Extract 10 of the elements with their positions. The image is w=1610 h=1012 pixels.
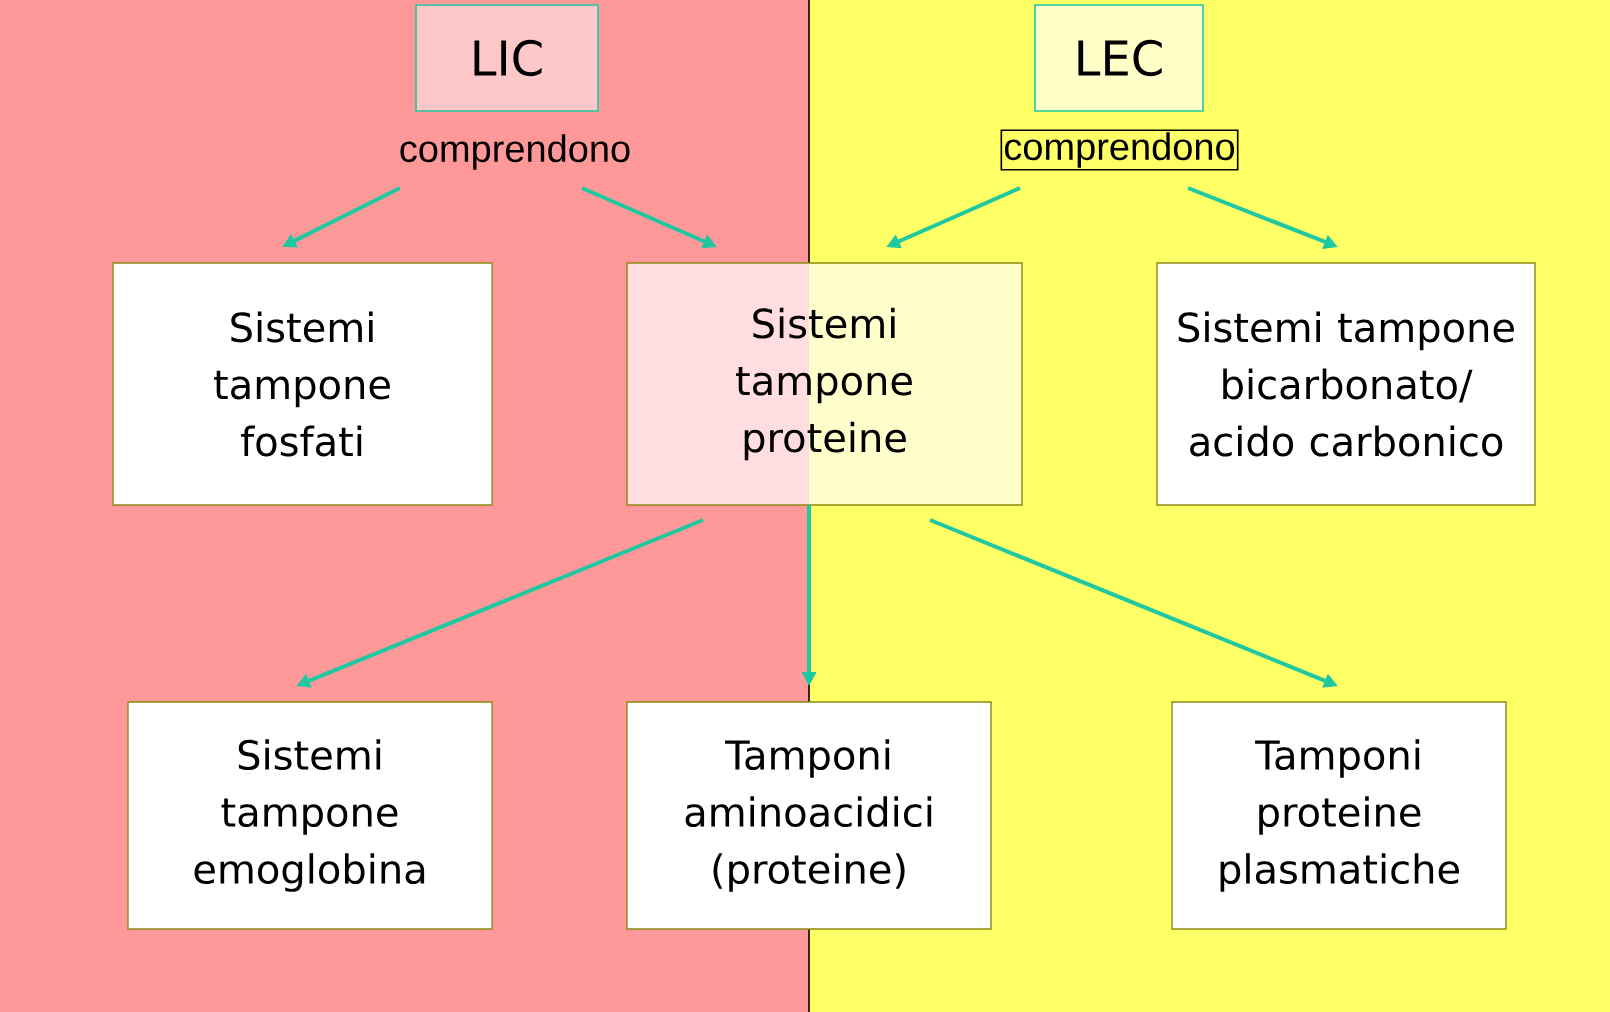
concept-box: Sistemi tampone fosfati (112, 262, 493, 506)
header-box: LIC (415, 4, 599, 112)
connector-word: comprendono (1000, 129, 1239, 171)
concept-box: Sistemi tampone proteine (626, 262, 1023, 506)
concept-box: Sistemi tampone emoglobina (127, 701, 493, 930)
concept-box: Sistemi tampone bicarbonato/ acido carbonico (1156, 262, 1536, 506)
connector-word: comprendono (400, 134, 630, 170)
concept-box: Tamponi aminoacidici (proteine) (626, 701, 992, 930)
concept-box: Tamponi proteine plasmatiche (1171, 701, 1507, 930)
header-box: LEC (1034, 4, 1204, 112)
